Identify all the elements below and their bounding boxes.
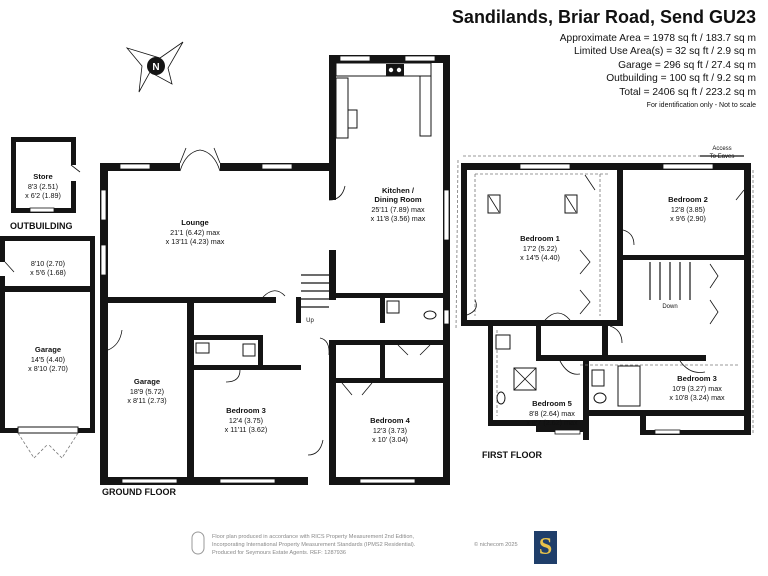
kitchen-dim-1: 25'11 (7.89) max — [371, 205, 425, 214]
area-limited-use: Limited Use Area(s) = 32 sq ft / 2.9 sq … — [573, 46, 756, 58]
bedroom3-ground-dim-2: x 11'11 (3.62) — [225, 425, 268, 434]
bedroom3-first-name: Bedroom 3 — [677, 374, 717, 383]
bedroom4-name: Bedroom 4 — [370, 416, 410, 425]
area-garage: Garage = 296 sq ft / 27.4 sq m — [618, 59, 756, 71]
bedroom2-name: Bedroom 2 — [668, 195, 708, 204]
bedroom4-dim-1: 12'3 (3.73) — [373, 426, 407, 435]
detached-garage: 8'10 (2.70) x 5'6 (1.68) Garage 14'5 (4.… — [0, 236, 95, 459]
bedroom2-dim-2: x 9'6 (2.90) — [670, 214, 706, 223]
measure-icon — [191, 531, 205, 555]
bedroom1-dim-2: x 14'5 (4.40) — [520, 253, 560, 262]
lounge-dim-2: x 13'11 (4.23) max — [166, 237, 225, 246]
bedroom3-first-dim-1: 10'9 (3.27) max — [672, 384, 722, 393]
store-dim-1: 8'3 (2.51) — [28, 182, 58, 191]
first-floor-plan: Down Access To Eaves Bedroom 1 17'2 (5.2… — [455, 146, 754, 460]
garage-inner-name: Garage — [134, 377, 160, 386]
kitchen-name-1: Kitchen / — [382, 186, 415, 195]
first-floor-label: FIRST FLOOR — [482, 450, 542, 460]
identification-note: For identification only - Not to scale — [646, 102, 756, 110]
ground-floor-plan: Up Lounge 21'1 (6.42) max x 13'11 (4.23)… — [100, 55, 450, 497]
bedroom1-name: Bedroom 1 — [520, 234, 560, 243]
garage-small-dim-2: x 5'6 (1.68) — [30, 268, 66, 277]
bedroom2-dim-1: 12'8 (3.85) — [671, 205, 705, 214]
bedroom3-ground-name: Bedroom 3 — [226, 406, 266, 415]
access-label-2: To Eaves — [710, 154, 735, 160]
bedroom4-dim-2: x 10' (3.04) — [372, 435, 408, 444]
bedroom3-ground-dim-1: 12'4 (3.75) — [229, 416, 263, 425]
store-dim-2: x 6'2 (1.89) — [25, 191, 61, 200]
ground-floor-label: GROUND FLOOR — [102, 487, 176, 497]
footer-line-3: Produced for Seymours Estate Agents. REF… — [212, 550, 346, 556]
access-label-1: Access — [712, 146, 731, 152]
garage-inner-dim-2: x 8'11 (2.73) — [127, 396, 166, 405]
footer-line-2: Incorporating International Property Mea… — [212, 542, 416, 548]
kitchen-name-2: Dining Room — [374, 195, 421, 204]
area-total: Total = 2406 sq ft / 223.2 sq m — [619, 86, 756, 98]
bedroom1-dim-1: 17'2 (5.22) — [523, 244, 557, 253]
kitchen-dim-2: x 11'8 (3.56) max — [371, 214, 426, 223]
garage-dim-1: 14'5 (4.40) — [31, 355, 65, 364]
seymours-logo: S — [534, 531, 557, 564]
garage-name: Garage — [35, 345, 61, 354]
bedroom3-first-dim-2: x 10'8 (3.24) max — [669, 393, 725, 402]
bedroom5-dim-1: 8'8 (2.64) max — [529, 409, 575, 418]
footer: Floor plan produced in accordance with R… — [191, 531, 518, 556]
outbuilding-label: OUTBUILDING — [10, 221, 73, 231]
lounge-name: Lounge — [181, 218, 208, 227]
down-label: Down — [662, 304, 677, 310]
garage-inner-dim-1: 18'9 (5.72) — [130, 387, 164, 396]
bedroom5-name: Bedroom 5 — [532, 399, 572, 408]
lounge-dim-1: 21'1 (6.42) max — [170, 228, 220, 237]
garage-small-dim-1: 8'10 (2.70) — [31, 259, 65, 268]
footer-copyright: © nichecom 2025 — [474, 541, 518, 548]
footer-line-1: Floor plan produced in accordance with R… — [212, 534, 415, 540]
up-label: Up — [306, 318, 314, 324]
store-name: Store — [33, 172, 52, 181]
property-title: Sandilands, Briar Road, Send GU23 — [451, 7, 756, 27]
bedroom5-dim-2: x 8'7 (2.62) max — [526, 418, 578, 427]
header: Sandilands, Briar Road, Send GU23 Approx… — [452, 6, 756, 109]
store-outbuilding: Store 8'3 (2.51) x 6'2 (1.89) OUTBUILDIN… — [10, 137, 81, 231]
compass-icon: N — [125, 41, 184, 93]
area-outbuilding: Outbuilding = 100 sq ft / 9.2 sq m — [606, 73, 756, 85]
compass-label: N — [152, 62, 159, 73]
garage-dim-2: x 8'10 (2.70) — [28, 364, 68, 373]
area-approximate: Approximate Area = 1978 sq ft / 183.7 sq… — [559, 33, 756, 44]
